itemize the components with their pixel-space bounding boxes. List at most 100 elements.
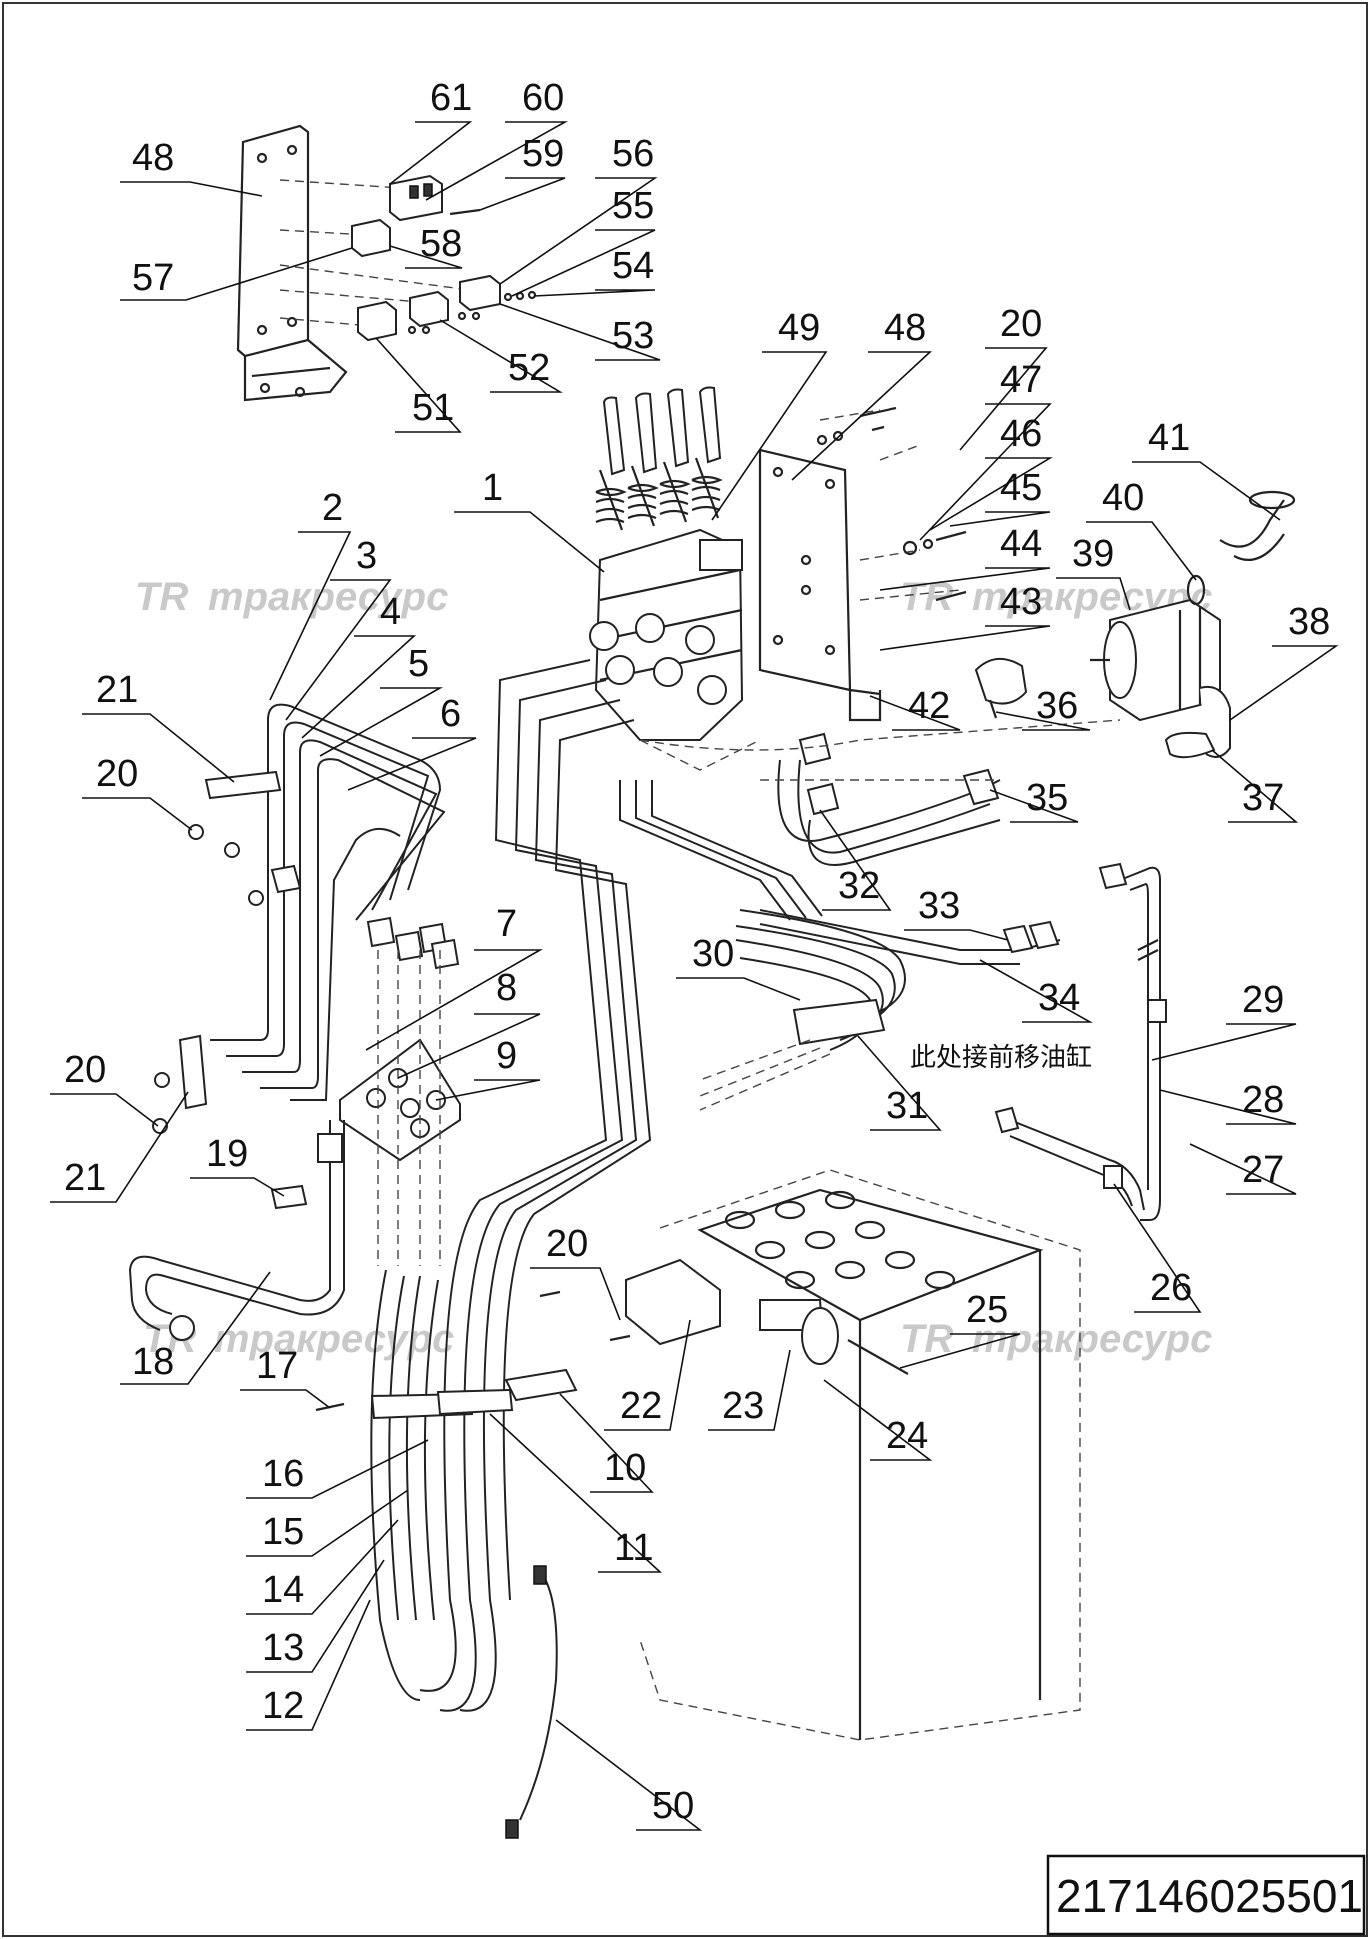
svg-text:9: 9: [496, 1035, 517, 1077]
svg-text:56: 56: [612, 133, 654, 175]
callout-42: 42: [869, 685, 961, 731]
svg-text:41: 41: [1148, 417, 1190, 459]
svg-text:16: 16: [262, 1453, 304, 1495]
front-shift-hoses: [699, 909, 1061, 1111]
svg-text:27: 27: [1242, 1149, 1284, 1191]
callout-30: 30: [676, 933, 801, 1001]
callout-26: 26: [1113, 1183, 1202, 1313]
svg-text:2: 2: [322, 487, 343, 529]
callout-46: 46: [929, 413, 1053, 531]
valve-outlet-tubes: [419, 659, 823, 1712]
callout-53: 53: [499, 303, 661, 361]
callout-56: 56: [499, 133, 658, 285]
callout-7: 7: [365, 903, 543, 1051]
svg-text:20: 20: [64, 1049, 106, 1091]
svg-text:13: 13: [262, 1627, 304, 1669]
callout-24: 24: [823, 1379, 933, 1461]
callout-55: 55: [511, 185, 656, 297]
svg-text:48: 48: [132, 137, 174, 179]
svg-text:38: 38: [1288, 601, 1330, 643]
svg-text:59: 59: [522, 133, 564, 175]
svg-text:54: 54: [612, 245, 654, 287]
callout-47: 47: [919, 359, 1052, 541]
svg-text:42: 42: [908, 685, 950, 727]
svg-text:47: 47: [1000, 359, 1042, 401]
callout-25: 25: [899, 1289, 1021, 1369]
callout-35: 35: [989, 777, 1079, 823]
svg-text:28: 28: [1242, 1079, 1284, 1121]
relay-57-58: [351, 218, 391, 258]
svg-text:35: 35: [1026, 777, 1068, 819]
svg-text:21: 21: [64, 1157, 106, 1199]
svg-text:8: 8: [496, 967, 517, 1009]
svg-text:46: 46: [1000, 413, 1042, 455]
svg-text:22: 22: [620, 1385, 662, 1427]
svg-text:20: 20: [1000, 303, 1042, 345]
battery-box: [539, 1169, 1081, 1741]
svg-text:тракресурс: тракресурс: [208, 575, 448, 619]
callout-4: 4: [301, 591, 417, 739]
callout-19: 19: [190, 1133, 285, 1197]
svg-text:58: 58: [420, 223, 462, 265]
pressure-hoses: [639, 719, 1121, 866]
svg-text:30: 30: [692, 933, 734, 975]
svg-text:37: 37: [1242, 777, 1284, 819]
svg-text:TR: TR: [135, 575, 188, 619]
callout-50: 50: [555, 1719, 703, 1831]
callout-29: 29: [1151, 979, 1297, 1061]
callout-6: 6: [347, 693, 477, 791]
callout-15: 15: [246, 1489, 409, 1557]
callout-37: 37: [1211, 749, 1299, 823]
callout-44: 44: [879, 523, 1051, 591]
svg-text:12: 12: [262, 1685, 304, 1727]
svg-text:57: 57: [132, 257, 174, 299]
left-tube-assembly: [152, 703, 460, 1134]
valve-mounting-plate: [758, 406, 967, 722]
svg-text:51: 51: [412, 387, 454, 429]
svg-text:18: 18: [132, 1341, 174, 1383]
callout-14: 14: [246, 1519, 399, 1615]
svg-text:21: 21: [96, 669, 138, 711]
callout-5: 5: [319, 643, 444, 757]
callout-27: 27: [1189, 1143, 1297, 1195]
relay-53-56: [459, 274, 537, 312]
callout-22: 22: [604, 1319, 691, 1431]
svg-text:49: 49: [778, 307, 820, 349]
callout-41: 41: [1132, 417, 1281, 521]
svg-text:25: 25: [966, 1289, 1008, 1331]
callout-34: 34: [979, 959, 1094, 1023]
callout-43: 43: [879, 581, 1051, 651]
battery-cells: [724, 1190, 956, 1290]
callout-23: 23: [708, 1349, 791, 1431]
callout-20-left-bottom: 20: [50, 1049, 159, 1127]
callout-40: 40: [1086, 477, 1197, 581]
callout-20-left-top: 20: [82, 753, 193, 831]
callout-17: 17: [240, 1345, 331, 1409]
callout-52: 52: [439, 319, 563, 393]
callout-3: 3: [285, 535, 392, 721]
callout-20-battery: 20: [530, 1223, 621, 1321]
callout-51: 51: [375, 337, 462, 433]
svg-text:6: 6: [440, 693, 461, 735]
callout-36: 36: [995, 685, 1091, 731]
svg-text:19: 19: [206, 1133, 248, 1175]
callout-20-top: 20: [959, 303, 1048, 451]
svg-text:24: 24: [886, 1415, 928, 1457]
svg-text:43: 43: [1000, 581, 1042, 623]
svg-text:48: 48: [884, 307, 926, 349]
svg-text:3: 3: [356, 535, 377, 577]
callout-38: 38: [1229, 601, 1339, 721]
svg-text:23: 23: [722, 1385, 764, 1427]
callout-39: 39: [1056, 533, 1131, 611]
watermark-top-right: TR тракресурс: [900, 575, 1212, 619]
sensor-cable: [505, 1565, 558, 1839]
svg-text:20: 20: [546, 1223, 588, 1265]
drawing-number-box: 217146025501: [1046, 1854, 1366, 1936]
callout-2: 2: [269, 487, 352, 701]
callout-8: 8: [397, 967, 541, 1079]
relay-bracket: [236, 124, 471, 402]
callout-33: 33: [904, 885, 1009, 941]
callout-49: 49: [711, 307, 828, 521]
callout-45: 45: [949, 467, 1051, 527]
